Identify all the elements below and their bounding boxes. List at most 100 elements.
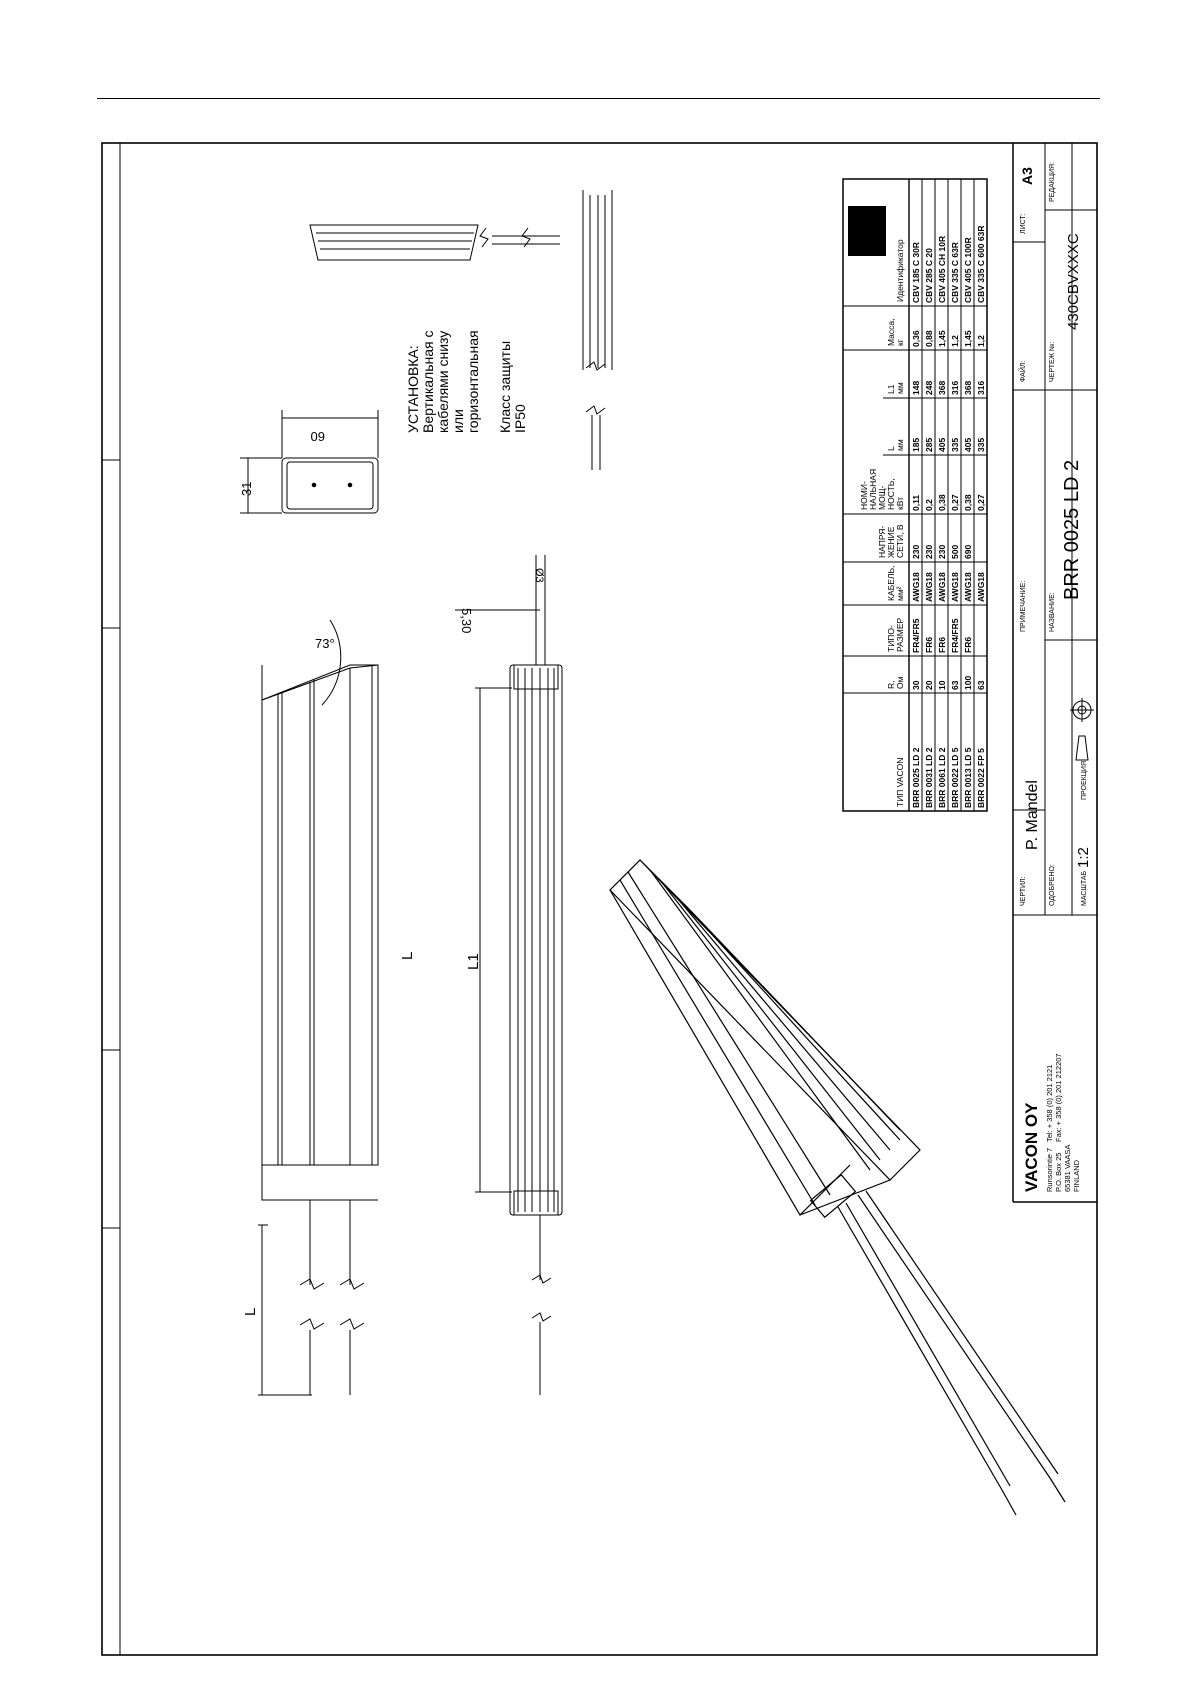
install-line-1: УСТАНОВКА: (405, 345, 421, 433)
dim-height: 31 (239, 482, 254, 496)
drawn-by: P. Mandel (1024, 780, 1041, 850)
table-header-7: L1 (886, 384, 896, 394)
install-line-5: горизонтальная (465, 330, 481, 433)
company-address-2: P.O. Box 25 (1054, 1153, 1063, 1192)
sheet-size: A3 (1019, 167, 1035, 185)
dim-angle: 73° (315, 636, 335, 651)
company-phone: Tel: + 358 (0) 201 2121 (1045, 1065, 1054, 1142)
table-cell: 10 (937, 680, 947, 690)
table-cell: FR6 (937, 637, 947, 653)
projection-label: ПРОЕКЦИЯ: (1081, 759, 1088, 800)
table-cell: 0,27 (976, 494, 986, 511)
table-cell: 368 (963, 381, 973, 395)
colour-swatch (848, 206, 886, 256)
table-header-4: СЕТИ, В (895, 524, 905, 558)
table-cell: 185 (911, 438, 921, 452)
table-cell: BRR 0061 LD 2 (937, 747, 947, 808)
table-cell: FR4/FR5 (950, 618, 960, 653)
table-cell: BRR 0013 LD 5 (963, 747, 973, 808)
table-cell: 1,2 (976, 335, 986, 347)
table-cell: 148 (911, 381, 921, 395)
dim-hole-label: 5,30 (459, 608, 474, 633)
table-cell: CBV 405 CH 10R (937, 236, 947, 303)
table-header-6: мм (895, 439, 905, 451)
table-cell: CBV 335 C 600 63R (976, 226, 986, 304)
spec-table: ТИП VACONR,ОмТИПО-РАЗМЕРКАБЕЛЬ,мм²НАПРЯ-… (842, 178, 988, 812)
installation-note: УСТАНОВКА: Вертикальная с кабелями снизу… (405, 330, 528, 433)
table-header-8: Масса, (886, 319, 896, 347)
sheet-outer-frame (101, 142, 1098, 1656)
table-cell: AWG18 (950, 572, 960, 602)
install-line-3: кабелями снизу (435, 331, 451, 433)
scale-value: 1:2 (1075, 847, 1092, 868)
side-view-lower (455, 555, 563, 1395)
table-header-5: НОМИ- (859, 481, 869, 510)
table-cell: 335 (950, 438, 960, 452)
table-cell: AWG18 (937, 572, 947, 602)
table-cell: 0,38 (963, 494, 973, 511)
table-header-3: КАБЕЛЬ, (886, 566, 896, 601)
scale-label: МАСШТАБ (1081, 870, 1088, 906)
dim-cable: Ø3 (533, 568, 545, 583)
table-cell: CBV 335 C 63R (950, 242, 960, 303)
table-cell: 0,27 (950, 494, 960, 511)
table-header-6: L (886, 446, 896, 451)
table-cell: 63 (976, 680, 986, 690)
table-header-1: Ом (895, 676, 905, 689)
checked-label: ОДОБРЕНО: (1049, 864, 1056, 906)
protection-line-2: IP50 (512, 404, 528, 433)
drawn-label: ЧЕРТИЛ: (1020, 876, 1027, 906)
installation-sketch (309, 190, 613, 470)
table-cell: FR6 (963, 637, 973, 653)
table-header-5: кВт (895, 497, 905, 510)
table-cell: AWG18 (976, 572, 986, 602)
install-line-2: Вертикальная с (420, 330, 436, 433)
table-cell: 0,11 (911, 495, 921, 511)
table-header-4: НАПРЯ- (877, 526, 887, 558)
table-cell: 368 (937, 381, 947, 395)
table-cell: 0,2 (924, 499, 934, 511)
table-cell: 0,38 (937, 494, 947, 511)
dim-L-small: L (242, 1308, 259, 1316)
table-cell: 100 (963, 676, 973, 690)
table-cell: 285 (924, 438, 934, 452)
table-cell: 1,45 (937, 330, 947, 347)
table-cell: AWG18 (911, 572, 921, 602)
table-cell: 30 (911, 680, 921, 690)
table-header-5: МОЩ- (877, 485, 887, 510)
table-cell: 230 (937, 545, 947, 559)
company-address-3: 65381 VAASA (1063, 1145, 1072, 1192)
table-cell: 335 (976, 438, 986, 452)
table-header-8: кг (895, 339, 905, 346)
company-address-4: FINLAND (1072, 1159, 1081, 1192)
table-header-2: РАЗМЕР (895, 617, 905, 652)
table-header-5: НАЛЬНАЯ (868, 469, 878, 510)
table-cell: FR6 (924, 637, 934, 653)
cross-section-view (240, 410, 379, 514)
company-fax: Fax: + 358 (0) 201 212207 (1054, 1053, 1063, 1142)
sheet-label: ЛИСТ: (1020, 213, 1027, 234)
dim-L-large: L (399, 952, 416, 960)
table-cell: 248 (924, 381, 934, 395)
dim-width: 60 (311, 429, 325, 444)
dim-L1: L1 (465, 953, 482, 970)
table-cell: FR4/FR5 (911, 618, 921, 653)
table-cell: AWG18 (963, 572, 973, 602)
table-header-5: НОСТЬ, (886, 478, 896, 510)
drawing-number: 430CBVXXXC (1065, 233, 1082, 330)
install-line-4: или (450, 409, 466, 433)
note-label: ПРИМЕЧАНИЕ: (1020, 581, 1027, 632)
page-header-rule (97, 98, 1100, 99)
revision-label: РЕДАКЦИЯ: (1049, 162, 1056, 202)
table-cell: CBV 185 C 30R (911, 242, 921, 303)
table-cell: BRR 0022 LD 5 (950, 747, 960, 808)
protection-line-1: Класс защиты (497, 341, 513, 433)
side-view-upper (258, 619, 379, 1396)
company-address-1: Runsorintie 7 (1045, 1148, 1054, 1192)
file-label: ФАЙЛ: (1018, 361, 1027, 382)
table-cell: 500 (950, 545, 960, 559)
table-cell: 405 (963, 438, 973, 452)
isometric-view (609, 859, 1066, 1516)
company-name: VACON OY (1022, 1102, 1041, 1192)
table-header-1: R, (886, 681, 896, 690)
